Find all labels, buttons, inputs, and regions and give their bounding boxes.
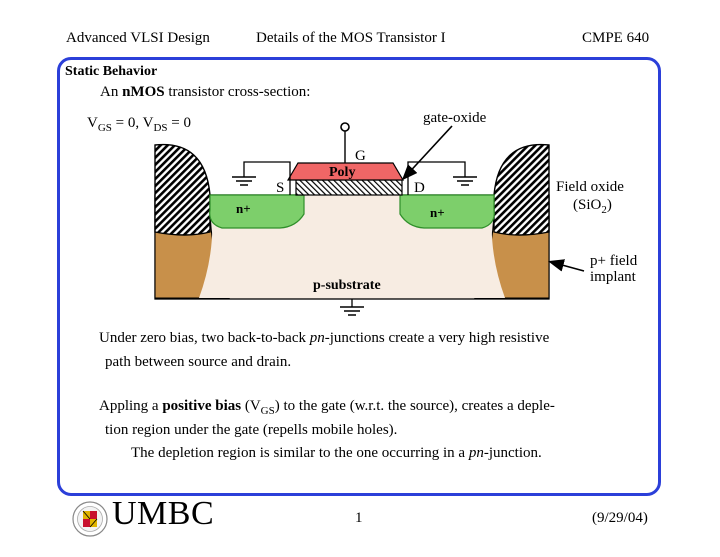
poly-gate — [286, 162, 405, 181]
field-oxide-left — [154, 143, 211, 236]
gate-oxide-arrow — [401, 125, 453, 181]
bias-condition-label: VGS = 0, VDS = 0 — [87, 115, 191, 134]
umbc-logo-text: UMBC — [112, 495, 215, 532]
intro-text: An nMOS transistor cross-section: — [100, 84, 310, 101]
footer-date: (9/29/04) — [592, 510, 648, 526]
p-field-label: p+ field — [590, 253, 638, 269]
page-number: 1 — [355, 510, 363, 526]
p3-text-a: The depletion region is similar to the o… — [131, 445, 469, 461]
gate-label: G — [355, 148, 366, 164]
paragraph-2-line-2: tion region under the gate (repells mobi… — [105, 422, 398, 438]
p2-bold: positive bias — [162, 398, 242, 414]
substrate-label: p-substrate — [313, 278, 381, 293]
sio2-label: (SiO2) — [573, 197, 612, 216]
n-plus-source-region — [209, 194, 305, 229]
gate-terminal-icon — [340, 122, 350, 132]
n-plus-left-label: n+ — [236, 201, 251, 216]
p2-text-c: ) to the gate (w.r.t. the source), creat… — [274, 398, 555, 414]
n-plus-drain-region — [399, 194, 495, 229]
header-code: CMPE 640 — [582, 30, 650, 46]
gate-oxide-layer — [295, 179, 403, 196]
umbc-seal-icon — [72, 501, 108, 537]
poly-label: Poly — [329, 165, 355, 180]
intro-suffix: transistor cross-section: — [164, 84, 311, 100]
field-oxide-right — [493, 143, 550, 236]
source-ground-icon — [232, 161, 291, 195]
p3-text-b: -junction. — [483, 445, 542, 461]
source-label: S — [276, 180, 284, 196]
header-topic: Details of the MOS Transistor I — [256, 30, 446, 46]
section-title: Static Behavior — [65, 64, 158, 79]
substrate-ground-icon — [340, 299, 364, 316]
paragraph-1-line-2: path between source and drain. — [105, 354, 292, 370]
intro-bold: nMOS — [122, 84, 165, 100]
p2-text-b: (V — [241, 398, 261, 414]
p1-italic: pn — [309, 330, 325, 346]
paragraph-2-line-1: Appling a positive bias (VGS) to the gat… — [99, 398, 555, 417]
p1-text-b: -junctions create a very high resistive — [324, 330, 550, 346]
p1-text-a: Under zero bias, two back-to-back — [99, 330, 310, 346]
slide-frame — [57, 57, 661, 496]
p2-text-a: Appling a — [99, 398, 163, 414]
header-course: Advanced VLSI Design — [66, 30, 210, 46]
p2-sub: GS — [260, 405, 275, 417]
p3-italic: pn — [468, 445, 484, 461]
drain-label: D — [414, 180, 425, 196]
field-oxide-label: Field oxide — [556, 179, 624, 195]
gate-oxide-label: gate-oxide — [423, 110, 487, 126]
n-plus-right-label: n+ — [430, 205, 445, 220]
p-field-arrow — [547, 259, 585, 272]
implant-label: implant — [590, 269, 637, 285]
paragraph-3: The depletion region is similar to the o… — [131, 445, 542, 462]
intro-prefix: An — [100, 84, 123, 100]
paragraph-1-line-1: Under zero bias, two back-to-back pn-jun… — [99, 330, 549, 347]
